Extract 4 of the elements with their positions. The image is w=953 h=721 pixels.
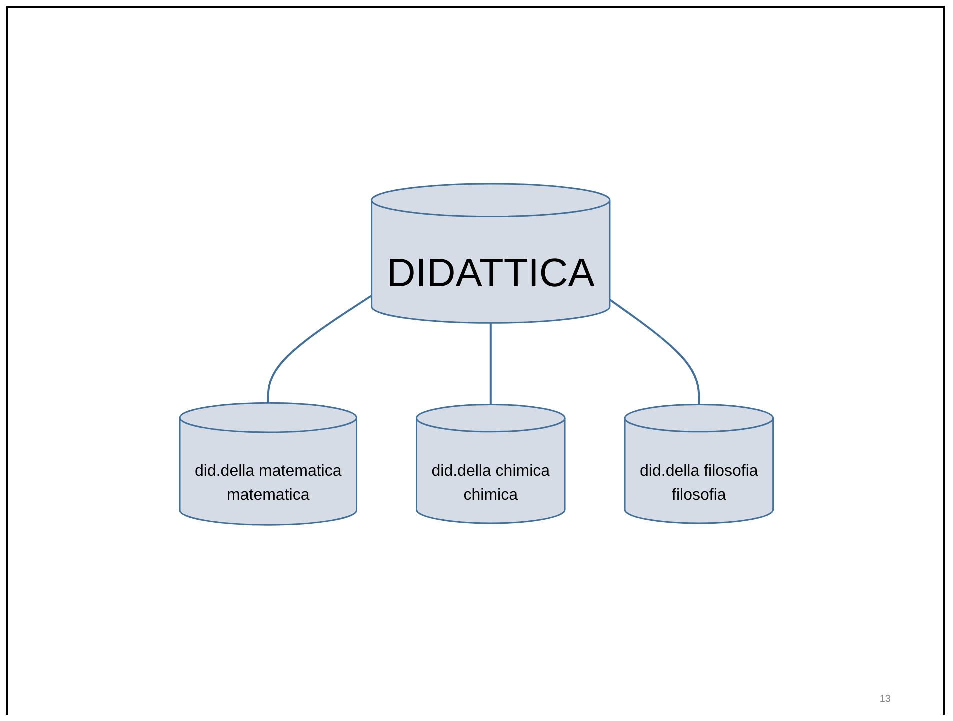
connector: [267, 295, 372, 404]
page-number: 13: [880, 694, 891, 705]
connector: [609, 299, 700, 406]
connector: [490, 324, 492, 406]
